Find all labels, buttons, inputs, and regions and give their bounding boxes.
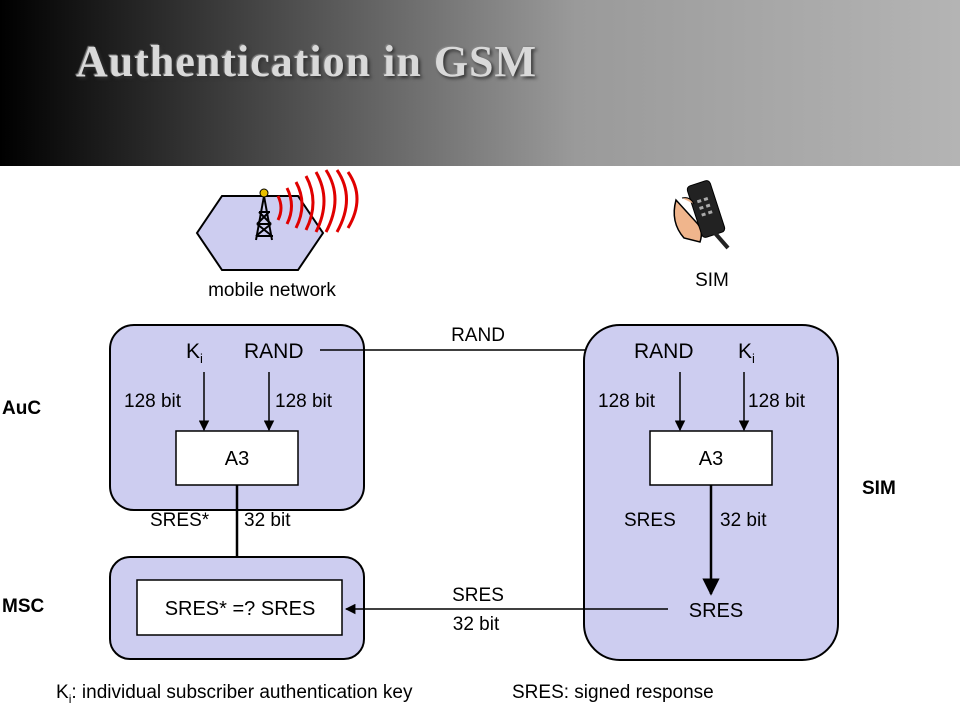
auc-ki-bits: 128 bit — [124, 391, 182, 412]
auc-rand-label: RAND — [244, 340, 304, 363]
sim-a3-label: A3 — [699, 448, 723, 470]
auc-label: AuC — [2, 398, 41, 419]
compare-label: SRES* =? SRES — [165, 598, 316, 620]
sim-sres-label: SRES — [624, 510, 676, 531]
auc-a3-box — [175, 430, 299, 486]
auc-ki-label: Ki — [186, 340, 203, 366]
phone-icon — [673, 180, 730, 250]
auc-rand-bits: 128 bit — [275, 391, 333, 412]
sim-side-label: SIM — [862, 478, 896, 499]
legend-sres: SRES: signed response — [512, 682, 714, 703]
msc-label: MSC — [2, 596, 45, 617]
sim-rand-label: RAND — [634, 340, 694, 363]
sim-sres-bits: 32 bit — [720, 510, 767, 531]
sres-flow-label: SRES — [452, 585, 504, 606]
sim-ki-bits: 128 bit — [748, 391, 806, 412]
rand-flow-label: RAND — [451, 325, 505, 346]
page-title: Authentication in GSM — [76, 37, 538, 86]
sim-rand-bits: 128 bit — [598, 391, 656, 412]
sres-star-bits: 32 bit — [244, 510, 291, 531]
sim-a3-box — [649, 430, 773, 486]
sim-sres-result: SRES — [689, 600, 743, 622]
sim-phone-label: SIM — [695, 270, 729, 291]
mobile-network-label: mobile network — [208, 280, 336, 301]
compare-box — [136, 579, 343, 636]
auc-a3-label: A3 — [225, 448, 249, 470]
sres-flow-bits: 32 bit — [453, 614, 500, 635]
legend-ki: Ki: individual subscriber authentication… — [56, 682, 413, 706]
sim-ki-label: Ki — [738, 340, 755, 366]
gsm-auth-diagram: mobile network SIM AuC Ki RAND 128 bit 1… — [2, 169, 896, 706]
sres-star-label: SRES* — [150, 510, 210, 531]
mobile-network-icon — [195, 169, 359, 271]
title-banner: Authentication in GSM — [0, 0, 960, 166]
